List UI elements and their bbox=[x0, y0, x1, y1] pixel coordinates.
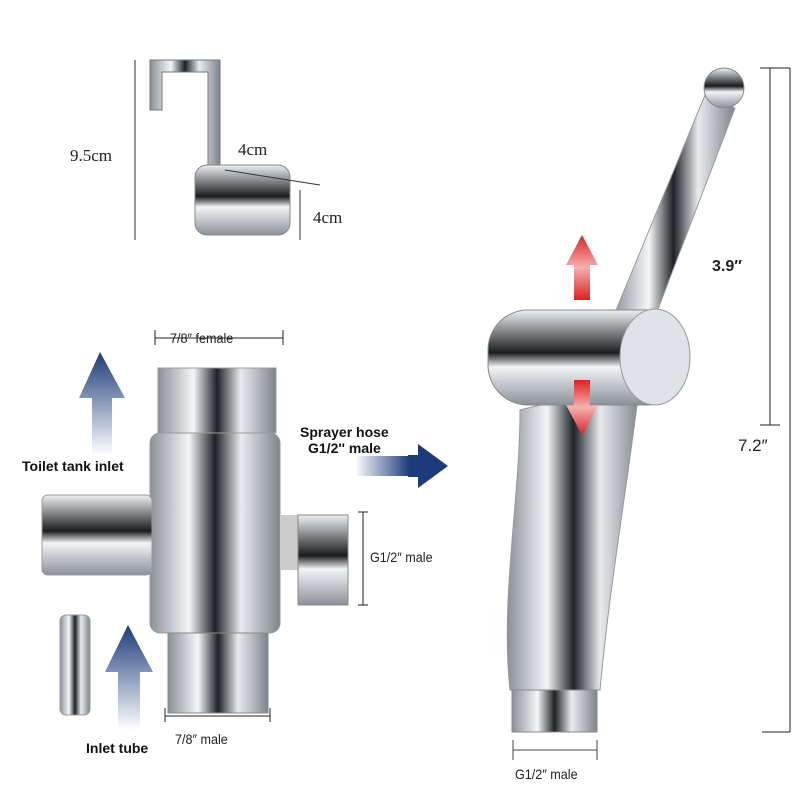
sprayer-thread-size: G1/2″ male bbox=[515, 766, 578, 782]
hook-height-label: 9.5cm bbox=[70, 146, 113, 165]
sprayer-hose-arrow bbox=[408, 444, 448, 488]
side-connector-size: G1/2″ male bbox=[370, 549, 433, 565]
tee-valve bbox=[41, 330, 368, 722]
sprayer-head bbox=[487, 67, 791, 760]
sprayer-hose-thread-label: G1/2'' male bbox=[308, 440, 381, 456]
top-connector-size: 7/8″ female bbox=[170, 330, 234, 346]
hook-width-label: 4cm bbox=[238, 140, 268, 159]
toilet-tank-inlet-label: Toilet tank inlet bbox=[22, 458, 124, 474]
hook-bracket bbox=[134, 59, 321, 240]
inlet-tube-arrow bbox=[105, 625, 153, 730]
total-length-label: 7.2″ bbox=[738, 436, 768, 455]
nozzle-length-label: 3.9″ bbox=[712, 258, 742, 275]
sprayer-hose-label: Sprayer hose bbox=[300, 424, 389, 440]
inlet-tube-label: Inlet tube bbox=[86, 740, 149, 756]
tank-inlet-arrow bbox=[79, 352, 125, 455]
bottom-connector-size: 7/8″ male bbox=[175, 731, 228, 747]
hook-depth-label: 4cm bbox=[313, 208, 343, 227]
slide-control-arrow bbox=[566, 235, 598, 435]
